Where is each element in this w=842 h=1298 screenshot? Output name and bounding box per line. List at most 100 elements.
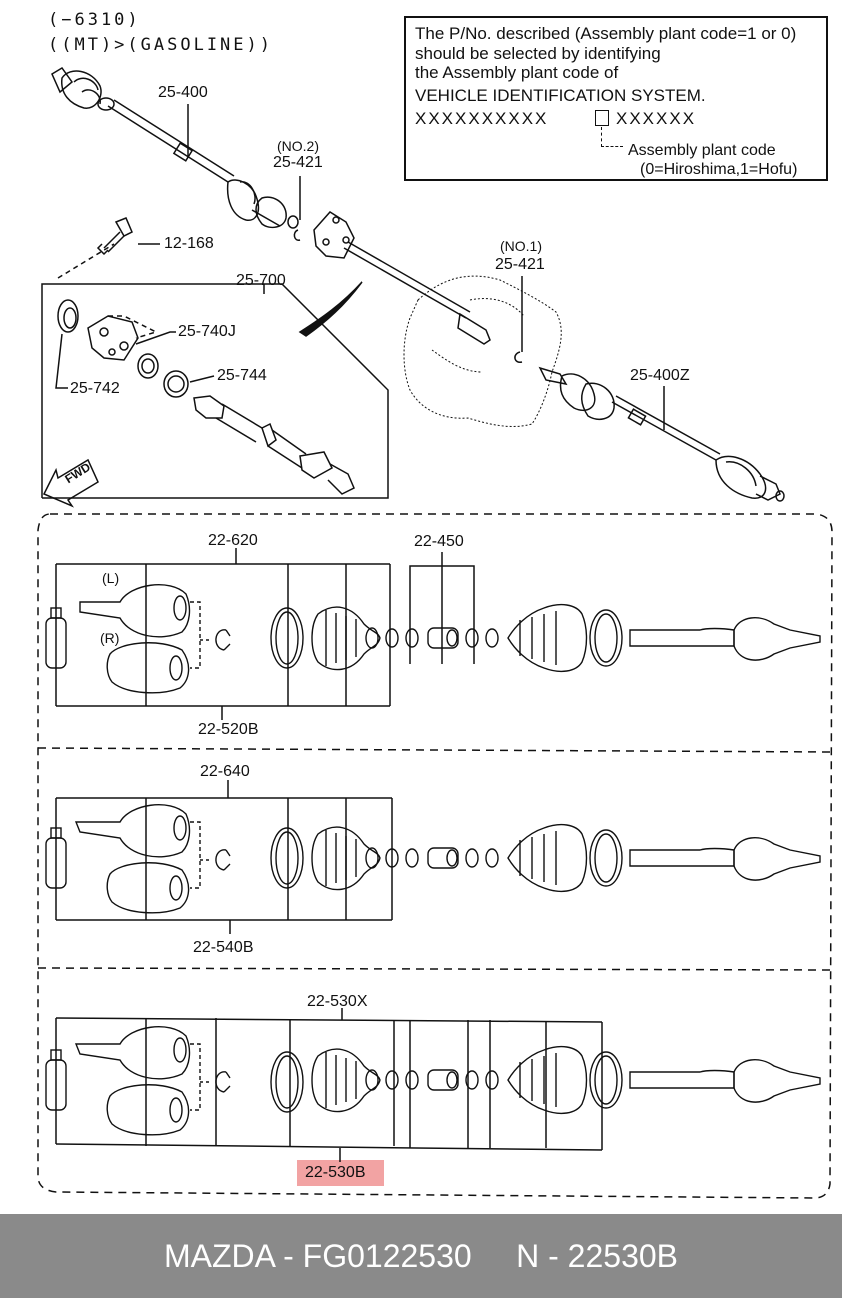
section-1-snap-ring: [215, 629, 231, 651]
section-1-inner-boot: [311, 606, 381, 671]
section-2-frame: [55, 780, 393, 934]
vin-right: XXXXXX: [616, 109, 697, 128]
section-3-band-small-1: [385, 1070, 399, 1090]
section-1-joint-bracket: [190, 601, 201, 669]
section-3-damper: [427, 1069, 459, 1091]
header-range: (−6310): [48, 10, 141, 30]
code-values: (0=Hiroshima,1=Hofu): [640, 161, 798, 178]
label-25-740j: 25-740J: [178, 323, 236, 340]
footer-ref: N - 22530B: [516, 1238, 678, 1274]
label-25-400z: 25-400Z: [630, 367, 690, 384]
label-22-450: 22-450: [414, 533, 464, 550]
section-3-boot-band-outer-inner: [594, 1055, 618, 1105]
section-3-joint-bracket: [190, 1043, 201, 1111]
footer-text: MAZDA - FG0122530 N - 22530B: [163, 1238, 678, 1274]
section-2-outer-spline: [733, 837, 821, 881]
section-2-damper-end: [446, 849, 458, 867]
bolt-12-168: [96, 217, 133, 256]
section-2-outer-boot: [507, 823, 588, 893]
header-condition: ((MT)>(GASOLINE)): [48, 35, 273, 55]
section-3-inner-boot: [311, 1048, 381, 1113]
section-1-outer-joint-top: [79, 584, 191, 638]
label-25-742: 25-742: [70, 380, 120, 397]
section-2-band-small-1: [385, 848, 399, 868]
section-2-boot-band-large: [270, 827, 304, 889]
section-2-outer-joint-top: [74, 804, 191, 858]
section-3-snap-ring: [215, 1071, 231, 1093]
section-3-damper-end: [446, 1071, 458, 1089]
section-3-outer-boot: [507, 1045, 588, 1115]
footer-part-number: FG0122530: [302, 1238, 472, 1274]
section-2-joint-bore-bottom: [169, 875, 183, 901]
section-1-outer-joint-bottom: [106, 642, 190, 694]
footer-brand: MAZDA: [163, 1238, 275, 1274]
note-line-1: The P/No. described (Assembly plant code…: [415, 24, 797, 43]
label-left: (L): [102, 570, 120, 586]
label-22-640: 22-640: [200, 763, 250, 780]
note-line-3: the Assembly plant code of: [415, 63, 619, 82]
section-3-joint-bore-bottom: [169, 1097, 183, 1123]
section-1-outer-spline: [733, 617, 821, 661]
transaxle-sketch: [403, 275, 562, 427]
code-label: Assembly plant code: [628, 142, 776, 159]
note-line-2: should be selected by identifying: [415, 44, 661, 63]
label-25-744: 25-744: [217, 367, 267, 384]
section-1-outer-boot: [507, 603, 588, 673]
section-2-axle-shaft: [629, 847, 735, 867]
label-22-530x: 22-530X: [307, 993, 368, 1010]
label-25-400: 25-400: [158, 84, 208, 101]
label-22-530b: 22-530B: [305, 1164, 366, 1181]
section-1-boot-band-large: [270, 607, 304, 669]
section-3-band-small-4: [485, 1070, 499, 1090]
label-right: (R): [100, 630, 120, 646]
drive-shaft-25-400z: [538, 366, 785, 502]
bolt-dash-leader: [57, 243, 115, 279]
section-3-band-small-3: [465, 1070, 479, 1090]
section-2-damper: [427, 847, 459, 869]
section-2-joint-bore-top: [173, 815, 187, 841]
box-25-700: [41, 281, 389, 499]
section-3-band-small-2: [405, 1070, 419, 1090]
section-1-damper-end: [446, 629, 458, 647]
section-1-grease-cap: [50, 607, 62, 619]
label-22-520b: 22-520B: [198, 721, 259, 738]
plant-code-box: [595, 110, 609, 126]
section-2-boot-neck: [365, 847, 379, 869]
section-1-joint-bore-bottom: [169, 655, 183, 681]
vin-left: XXXXXXXXXX: [415, 109, 549, 128]
section-3-boot-neck: [365, 1069, 379, 1091]
label-25-700: 25-700: [236, 272, 286, 289]
section-1-band-small-3: [465, 628, 479, 648]
assembly-plant-note: The P/No. described (Assembly plant code…: [404, 16, 828, 181]
section-1-boot-neck: [365, 627, 379, 649]
section-2-boot-band-large-inner: [275, 831, 299, 885]
label-25-421-a: 25-421: [273, 154, 323, 171]
footer-bar: MAZDA - FG0122530 N - 22530B: [0, 1214, 842, 1298]
section-3-outer-joint-bottom: [106, 1084, 190, 1136]
support-bracket: [313, 211, 355, 259]
section-1-joint-bore-top: [173, 595, 187, 621]
section-1-damper: [427, 627, 459, 649]
section-1-band-small-1: [385, 628, 399, 648]
note-line-4: VEHICLE IDENTIFICATION SYSTEM.: [415, 86, 706, 105]
section-3-axle-shaft: [629, 1069, 735, 1089]
label-no1: (NO.1): [500, 238, 542, 254]
section-3-outer-spline: [733, 1059, 821, 1103]
drive-shaft-25-400: [51, 67, 299, 229]
circlip-no1: [514, 351, 523, 363]
kit-region-border: [37, 513, 833, 1199]
section-1-band-small-4: [485, 628, 499, 648]
section-2-band-small-3: [465, 848, 479, 868]
section-2-outer-joint-bottom: [106, 862, 190, 914]
code-leader-v: [601, 127, 603, 147]
section-3-joint-bore-top: [173, 1037, 187, 1063]
section-3-outer-joint-top: [74, 1026, 191, 1080]
label-12-168: 12-168: [164, 235, 214, 252]
section-3-frame: [55, 1008, 603, 1162]
section-1-axle-shaft: [629, 627, 735, 647]
fwd-arrow-icon: [42, 458, 99, 508]
parts-diagram: [37, 67, 833, 1199]
kit-divider-2: [37, 967, 833, 971]
section-2-joint-bracket: [190, 821, 201, 889]
code-leader-h: [601, 146, 623, 148]
